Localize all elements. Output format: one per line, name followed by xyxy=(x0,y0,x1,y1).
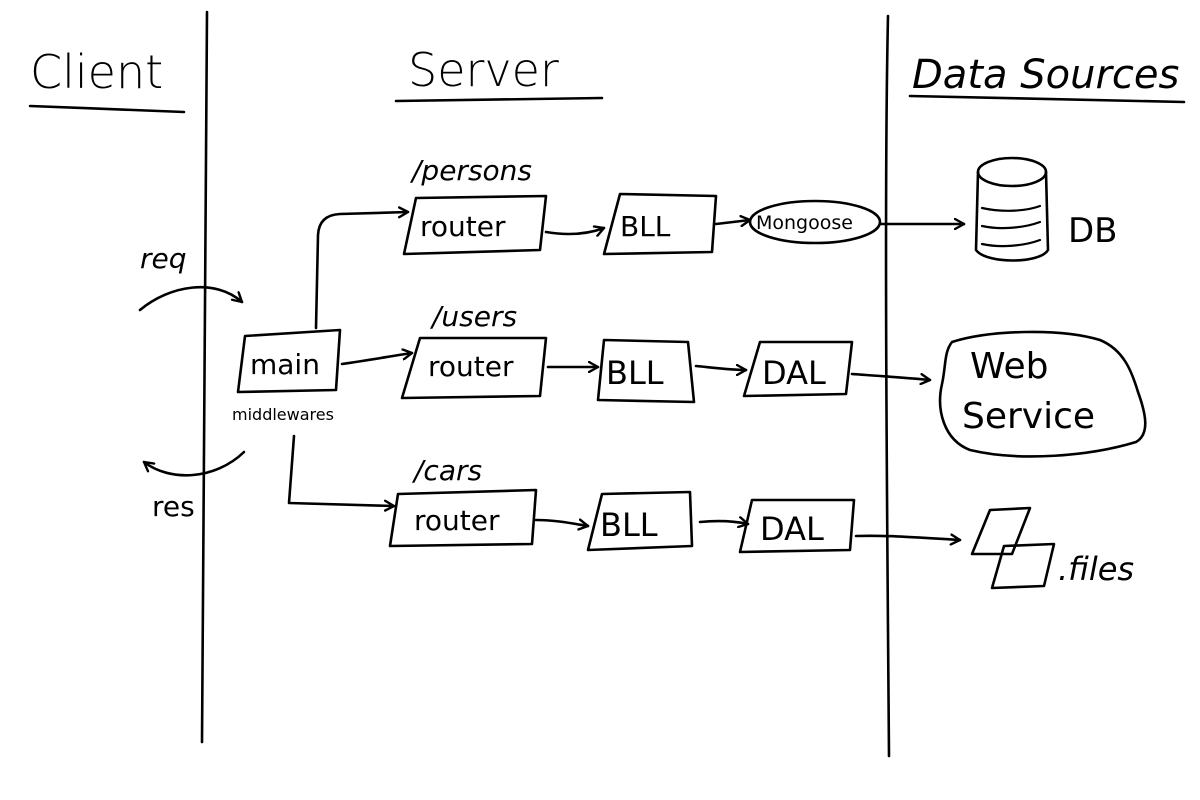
data-sources-header-underline xyxy=(908,94,1186,104)
users-dal-box xyxy=(742,340,854,398)
mongoose-ellipse xyxy=(748,199,882,245)
persons-bll-label: BLL xyxy=(620,210,671,243)
response-arrow xyxy=(142,450,246,477)
web-service-label-line1: Web xyxy=(970,346,1049,387)
cars-dal-box xyxy=(738,498,856,554)
persons-router-to-bll-arrow xyxy=(544,228,606,234)
users-bll-box xyxy=(596,338,696,404)
cars-router-label: router xyxy=(414,504,500,537)
cars-bll-to-dal-arrow xyxy=(698,521,750,524)
middlewares-label: middlewares xyxy=(232,405,334,424)
users-dal-to-web-service-arrow xyxy=(850,372,932,380)
cars-router-box xyxy=(388,488,538,548)
users-router-label: router xyxy=(428,350,514,383)
mongoose-label: Mongoose xyxy=(756,212,853,234)
main-to-persons-router-arrow xyxy=(314,212,410,330)
server-datasources-divider xyxy=(884,14,891,758)
web-service-label-line2: Service xyxy=(962,396,1095,437)
users-bll-label: BLL xyxy=(606,354,664,392)
cars-dal-label: DAL xyxy=(760,510,824,548)
persons-bll-box xyxy=(602,192,718,256)
route-path-persons: /persons xyxy=(409,154,532,187)
main-label: main xyxy=(250,348,320,381)
response-label: res xyxy=(152,490,195,523)
route-path-users: /users xyxy=(429,300,517,333)
route-path-cars: /cars xyxy=(411,454,482,487)
request-label: req xyxy=(140,242,187,275)
db-label: DB xyxy=(1068,211,1118,251)
cars-dal-to-files-arrow xyxy=(854,536,962,540)
main-to-users-router-arrow xyxy=(340,353,414,366)
column-header-server: Server xyxy=(408,43,559,97)
persons-router-box xyxy=(402,194,548,256)
cars-bll-label: BLL xyxy=(600,506,658,544)
persons-router-label: router xyxy=(420,210,506,243)
client-server-divider xyxy=(200,10,209,744)
users-router-box xyxy=(400,336,548,400)
users-dal-label: DAL xyxy=(762,354,826,392)
cars-router-to-bll-arrow xyxy=(534,520,590,526)
files-icon xyxy=(970,506,1056,590)
cars-bll-box xyxy=(586,490,694,552)
files-label: .files xyxy=(1058,550,1134,588)
database-icon xyxy=(974,156,1050,262)
request-arrow xyxy=(138,285,244,312)
column-header-client: Client xyxy=(30,45,163,99)
main-to-cars-router-arrow xyxy=(287,434,396,506)
users-bll-to-dal-arrow xyxy=(694,366,748,370)
web-service-cloud xyxy=(938,330,1147,458)
server-header-underline xyxy=(394,96,604,103)
persons-bll-to-mongoose-arrow xyxy=(714,220,752,224)
main-box xyxy=(236,328,342,394)
column-header-data-sources: Data Sources xyxy=(912,52,1179,98)
client-header-underline xyxy=(28,104,186,114)
